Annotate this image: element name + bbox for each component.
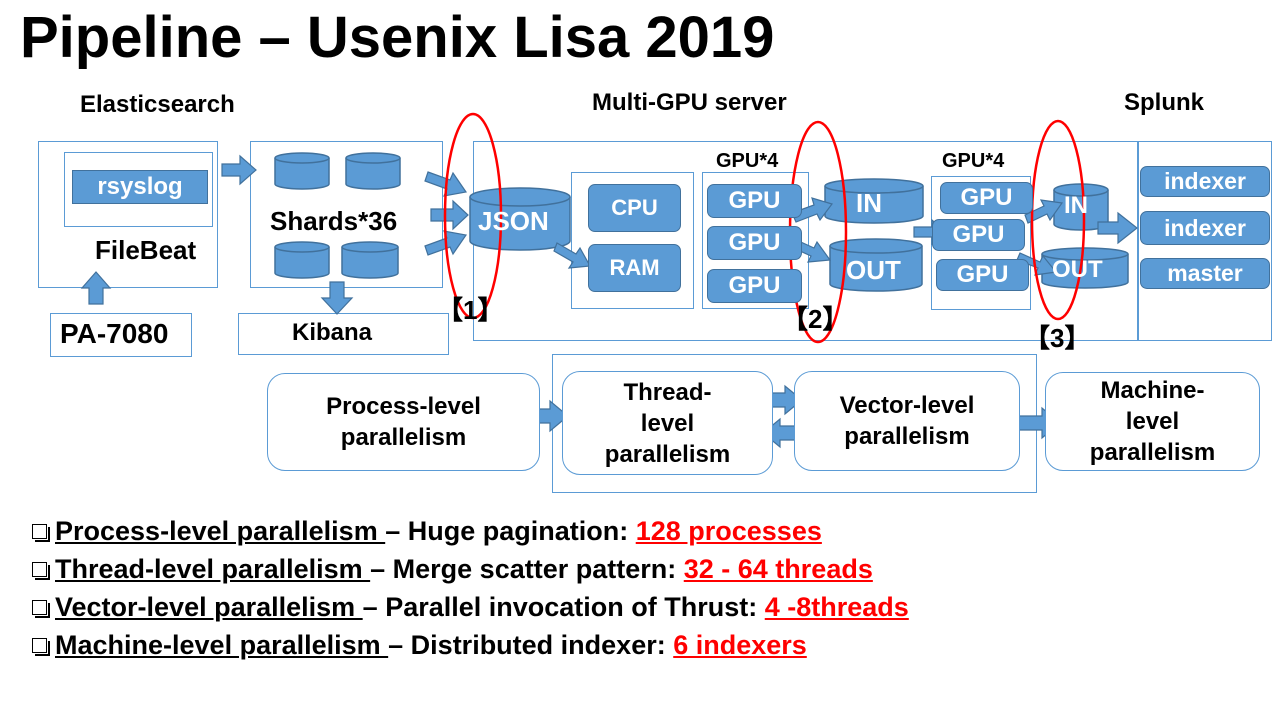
bullet-desc: – Merge scatter pattern:	[370, 554, 684, 584]
shard-cylinder	[345, 152, 401, 190]
json-label: JSON	[478, 206, 549, 236]
in-cylinder	[824, 178, 924, 224]
marker-3: 【3】	[1024, 323, 1091, 353]
multigpu-heading: Multi-GPU server	[592, 89, 787, 116]
marker-2: 【2】	[782, 304, 849, 334]
ram-chip: RAM	[588, 244, 681, 292]
thread-level-box: Thread- level parallelism	[562, 371, 773, 475]
bullet-term: Machine-level parallelism	[55, 630, 389, 660]
shard-cylinder	[341, 241, 399, 279]
bullet-item: Thread-level parallelism – Merge scatter…	[32, 554, 873, 585]
filebeat-label: FileBeat	[95, 235, 197, 265]
in-label: IN	[1064, 192, 1088, 219]
bullet-term: Thread-level parallelism	[55, 554, 371, 584]
splunk-heading: Splunk	[1124, 89, 1205, 116]
out-cylinder	[829, 238, 923, 292]
machine-level-label: Machine- level parallelism	[1089, 377, 1216, 466]
arrow-right	[1097, 211, 1138, 245]
gpu-chip: GPU	[940, 182, 1033, 214]
arrow-down	[320, 281, 354, 315]
out-cylinder	[1041, 247, 1129, 289]
splunk-master-chip: master	[1140, 258, 1270, 289]
gpu-chip: GPU	[707, 269, 802, 303]
gpu-group1-label: GPU*4	[716, 150, 779, 172]
splunk-indexer-chip: indexer	[1140, 211, 1270, 245]
splunk-indexer-chip: indexer	[1140, 166, 1270, 197]
bullet-value: 32 - 64 threads	[683, 554, 873, 584]
arrow-right	[553, 242, 591, 269]
bullet-item: Vector-level parallelism – Parallel invo…	[32, 592, 909, 623]
gpu-chip: GPU	[932, 219, 1025, 251]
process-level-box: Process-level parallelism	[267, 373, 540, 471]
gpu-chip: GPU	[936, 259, 1029, 291]
bullet-value: 6 indexers	[673, 630, 807, 660]
vector-level-label: Vector-level parallelism	[839, 392, 975, 450]
gpu-chip: GPU	[707, 226, 802, 260]
elasticsearch-heading: Elasticsearch	[80, 91, 235, 118]
bullet-term: Process-level parallelism	[55, 516, 386, 546]
bullet-desc: – Distributed indexer:	[388, 630, 674, 660]
shards-label: Shards*36	[270, 206, 398, 236]
cpu-chip: CPU	[588, 184, 681, 232]
kibana-frame	[238, 313, 449, 355]
arrow-right	[221, 154, 257, 186]
checkbox-bullet-icon	[32, 524, 50, 542]
kibana-label: Kibana	[292, 319, 373, 346]
checkbox-bullet-icon	[32, 600, 50, 618]
out-label: OUT	[846, 255, 901, 285]
bullet-desc: – Huge pagination:	[385, 516, 636, 546]
out-label: OUT	[1052, 256, 1103, 283]
gpu-chip: GPU	[707, 184, 802, 218]
bullet-desc: – Parallel invocation of Thrust:	[362, 592, 765, 622]
bullet-item: Process-level parallelism – Huge paginat…	[32, 516, 822, 547]
checkbox-bullet-icon	[32, 562, 50, 580]
thread-level-label: Thread- level parallelism	[604, 378, 731, 468]
bullet-item: Machine-level parallelism – Distributed …	[32, 630, 807, 661]
shard-cylinder	[274, 241, 330, 279]
highlight-ellipse-1	[443, 112, 503, 320]
bullet-value: 128 processes	[635, 516, 822, 546]
process-level-label: Process-level parallelism	[326, 393, 481, 451]
rsyslog-box: rsyslog	[72, 170, 208, 204]
arrow-up	[80, 271, 112, 305]
pa-label: PA-7080	[60, 318, 169, 349]
bullet-term: Vector-level parallelism	[55, 592, 363, 622]
checkbox-bullet-icon	[32, 638, 50, 656]
page-title: Pipeline – Usenix Lisa 2019	[20, 5, 775, 70]
arrow-right	[791, 197, 833, 223]
arrow-right	[430, 199, 469, 231]
gpu-group2-label: GPU*4	[942, 150, 1005, 172]
marker-1: 【1】	[437, 295, 504, 325]
machine-level-box: Machine- level parallelism	[1045, 372, 1260, 471]
vector-level-box: Vector-level parallelism	[794, 371, 1020, 471]
bullet-value: 4 -8threads	[764, 592, 909, 622]
highlight-ellipse-3	[1030, 119, 1086, 321]
json-cylinder	[469, 187, 571, 251]
shard-cylinder	[274, 152, 330, 190]
in-cylinder	[1053, 183, 1109, 231]
pa-frame	[50, 313, 192, 357]
in-label: IN	[856, 188, 882, 218]
